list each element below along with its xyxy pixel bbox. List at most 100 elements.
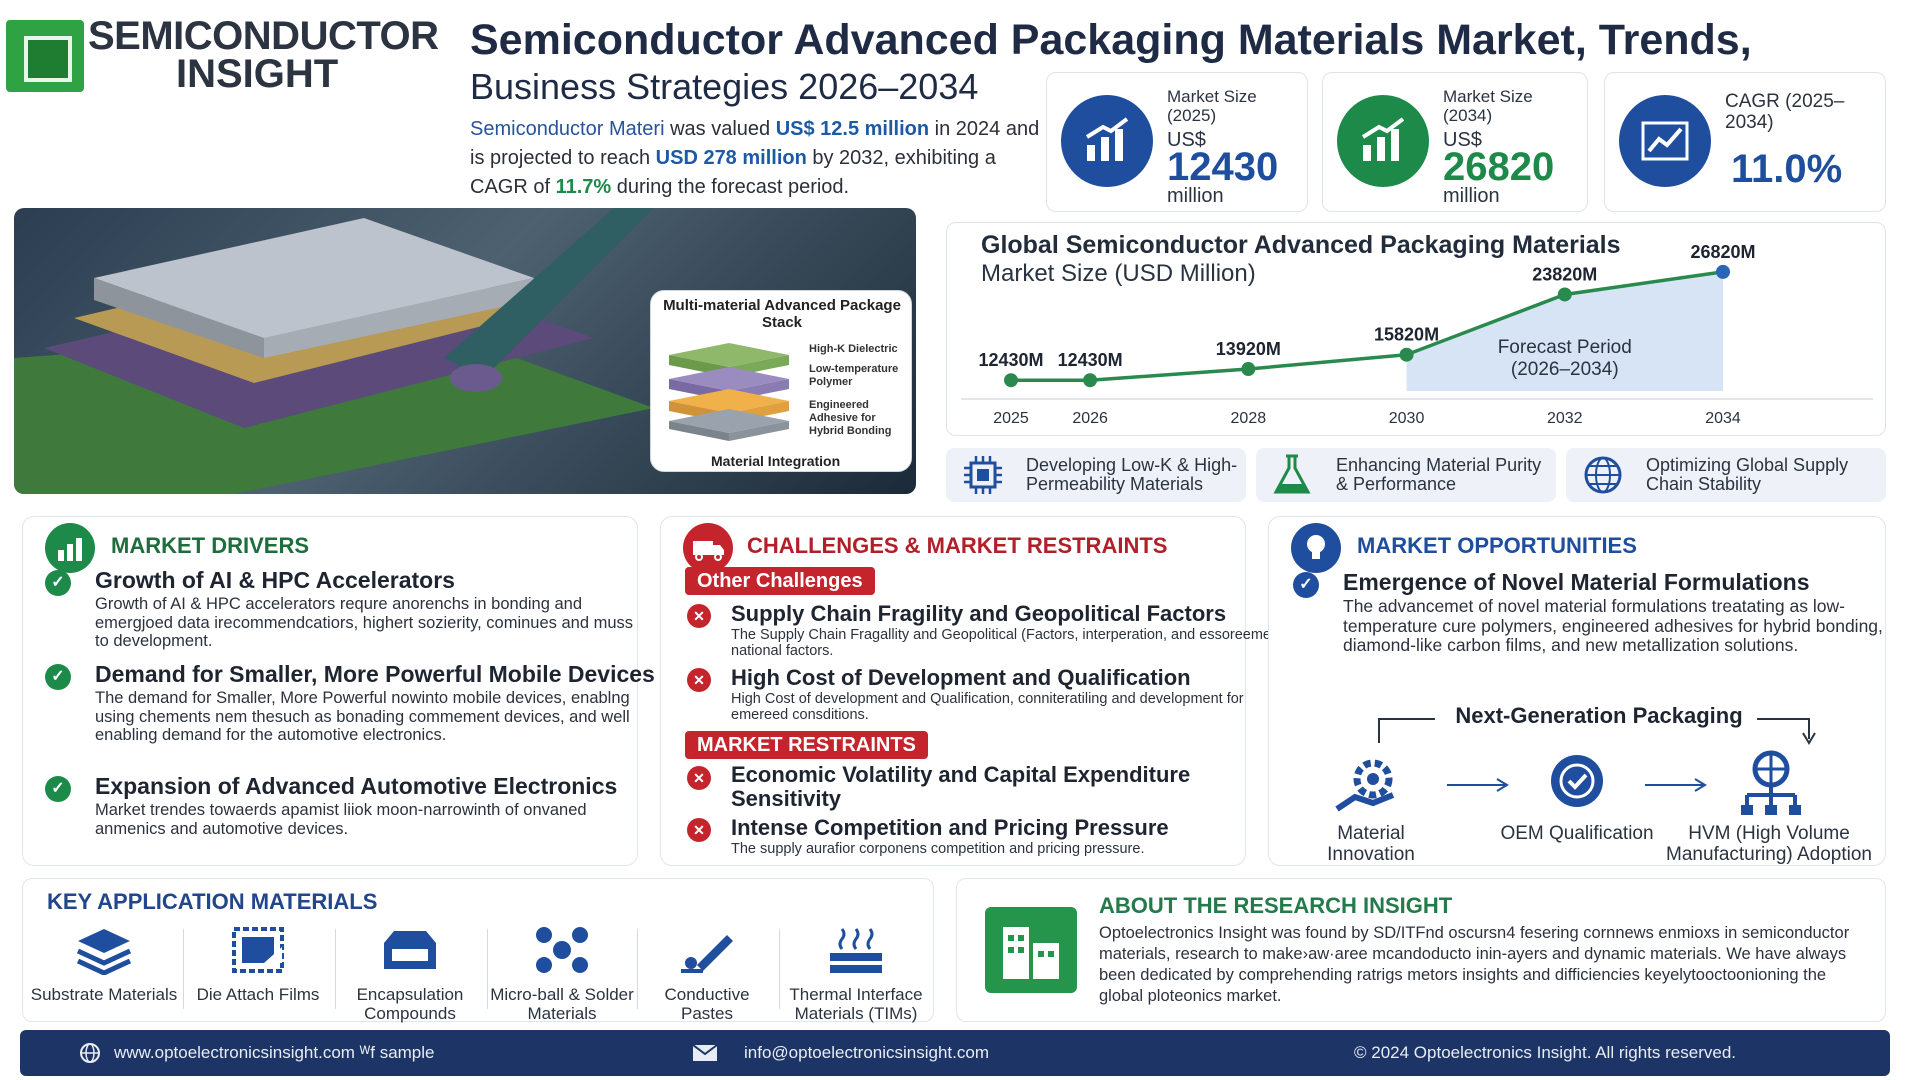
flow-step-label: HVM (High Volume Manufacturing) Adoption [1666, 823, 1872, 865]
divider [779, 929, 780, 1009]
restraint-body: The supply aurafior corponens competitio… [731, 841, 1145, 857]
package-icon [384, 931, 436, 969]
data-point [1399, 347, 1414, 362]
building-icon [985, 907, 1077, 993]
restraint-heading: Intense Competition and Pricing Pressure [731, 815, 1169, 840]
chart-title: Global Semiconductor Advanced Packaging … [981, 231, 1621, 259]
material-label: Thermal Interface Materials (TIMs) [789, 985, 923, 1023]
intro-cagr: 11.7% [555, 176, 612, 198]
kpi-card-2034: Market Size (2034) US$ 26820 million [1322, 72, 1588, 212]
opportunities-panel: MARKET OPPORTUNITIES ✓ Emergence of Nove… [1268, 516, 1886, 866]
stack-layer-label: Engineered Adhesive for Hybrid Bonding [809, 399, 892, 437]
divider [487, 929, 488, 1009]
driver-heading: Expansion of Advanced Automotive Electro… [95, 773, 618, 799]
flow-step-label: OEM Qualification [1500, 823, 1654, 844]
kpi-currency: US$ [1167, 129, 1206, 151]
brand-line1: SEMICONDUCTOR [88, 14, 439, 58]
check-icon: ✓ [45, 776, 71, 802]
heat-icon [830, 928, 882, 973]
chart-subtitle: Market Size (USD Million) [981, 260, 1256, 287]
feature-purity: Enhancing Material Purity & Performance [1256, 448, 1556, 502]
intro-part: during the forecast period. [611, 176, 850, 198]
tag-other-challenges: Other Challenges [685, 567, 875, 595]
driver-body: The demand for Smaller, More Powerful no… [95, 689, 630, 744]
chart-canvas: Forecast Period(2026–2034)12430M20251243… [961, 242, 1873, 427]
material-item: Thermal Interface Materials (TIMs) [781, 919, 931, 1023]
data-label: 12430M [1058, 350, 1123, 370]
kpi-label: CAGR (2025–2034) [1725, 91, 1845, 133]
kpi-unit: million [1443, 185, 1500, 207]
stack-title: Multi-material Advanced Package Stack [663, 297, 901, 331]
kpi-value: 12430 [1167, 145, 1279, 189]
challenge-heading: High Cost of Development and Qualificati… [731, 665, 1191, 690]
x-icon: ✕ [687, 668, 711, 692]
intro-part: by 2032, exhibiting a CAGR of [470, 147, 996, 198]
footer-website-link[interactable]: www.optoelectronicsinsight.com ᵂf sample [114, 1043, 435, 1062]
challenge-heading: Supply Chain Fragility and Geopolitical … [731, 601, 1227, 626]
page-subtitle: Business Strategies 2026–2034 [470, 66, 979, 107]
x-icon: ✕ [687, 604, 711, 628]
data-point [1557, 287, 1572, 302]
x-tick-label: 2025 [993, 410, 1029, 427]
data-point [1083, 373, 1098, 388]
intro-part: was valued [664, 118, 776, 140]
footer-email-link[interactable]: info@optoelectronicsinsight.com [744, 1043, 989, 1062]
intro-part: Semiconductor Materi [470, 118, 665, 140]
chip-icon [964, 456, 1002, 494]
growth-chart-icon [45, 523, 95, 573]
feature-supply-chain: Optimizing Global Supply Chain Stability [1566, 448, 1886, 502]
data-label: 26820M [1690, 242, 1755, 262]
series-line [1011, 270, 1724, 382]
data-point [1004, 373, 1018, 388]
check-icon: ✓ [1293, 572, 1319, 598]
driver-heading: Growth of AI & HPC Accelerators [95, 567, 455, 593]
trend-line-icon [1619, 95, 1711, 187]
bar-growth-icon [1337, 95, 1429, 187]
badge-check-icon [1551, 755, 1603, 807]
kpi-label: Market Size (2025) [1167, 87, 1257, 125]
flow-bracket [1378, 718, 1816, 745]
tag-market-restraints: MARKET RESTRAINTS [685, 731, 928, 759]
data-point [1241, 362, 1256, 377]
kpi-currency: US$ [1443, 129, 1482, 151]
challenges-panel: CHALLENGES & MARKET RESTRAINTS Other Cha… [660, 516, 1288, 866]
feature-label: Enhancing Material Purity & Performance [1336, 455, 1542, 494]
layer-stack-icon [669, 343, 789, 441]
flow-step-label: Material Innovation [1327, 823, 1415, 865]
about-body: Optoelectronics Insight was found by SD/… [1099, 924, 1850, 1005]
material-item: Die Attach Films [183, 919, 333, 1019]
paste-icon [681, 935, 733, 973]
challenges-title: CHALLENGES & MARKET RESTRAINTS [747, 533, 1168, 558]
gear-hand-icon [1335, 759, 1395, 812]
about-title: ABOUT THE RESEARCH INSIGHT [1099, 893, 1453, 918]
chip-logo-icon [6, 20, 84, 92]
material-item: Micro-ball & Solder Materials [487, 919, 637, 1023]
kpi-card-2025: Market Size (2025) US$ 12430 million [1046, 72, 1308, 212]
driver-body: Market trendes towaerds apamist liiok mo… [95, 801, 587, 838]
market-drivers-panel: MARKET DRIVERS ✓ Growth of AI & HPC Acce… [22, 516, 655, 866]
stack-layer-label: Low-temperature Polymer [809, 363, 899, 388]
x-icon: ✕ [687, 818, 711, 842]
x-tick-label: 2026 [1072, 410, 1108, 427]
divider [335, 929, 336, 1009]
about-panel: ABOUT THE RESEARCH INSIGHT Optoelectroni… [956, 878, 1886, 1022]
divider [183, 929, 184, 1009]
globe-icon [80, 1043, 100, 1063]
brand-line2: INSIGHT [176, 52, 339, 96]
restraint-heading: Economic Volatility and Capital Expendit… [731, 762, 1191, 811]
opportunities-title: MARKET OPPORTUNITIES [1357, 533, 1637, 558]
network-icon [1741, 750, 1801, 815]
driver-body: Growth of AI & HPC accelerators requre a… [95, 595, 634, 650]
forecast-label: Forecast Period [1498, 337, 1632, 358]
opportunity-body: The advancemet of novel material formula… [1343, 596, 1883, 655]
intro-value-2024: US$ 12.5 million [775, 118, 930, 140]
arrow-right-icon [1447, 778, 1509, 792]
feature-label: Developing Low-K & High-Permeability Mat… [1026, 455, 1238, 494]
stack-layer-label: High-K Dielectric [809, 343, 898, 355]
feature-low-k: Developing Low-K & High-Permeability Mat… [946, 448, 1246, 502]
x-tick-label: 2034 [1705, 410, 1741, 427]
x-tick-label: 2032 [1547, 410, 1583, 427]
balls-icon [536, 927, 588, 973]
material-label: Substrate Materials [30, 985, 178, 1004]
arrow-right-icon [1645, 778, 1707, 792]
